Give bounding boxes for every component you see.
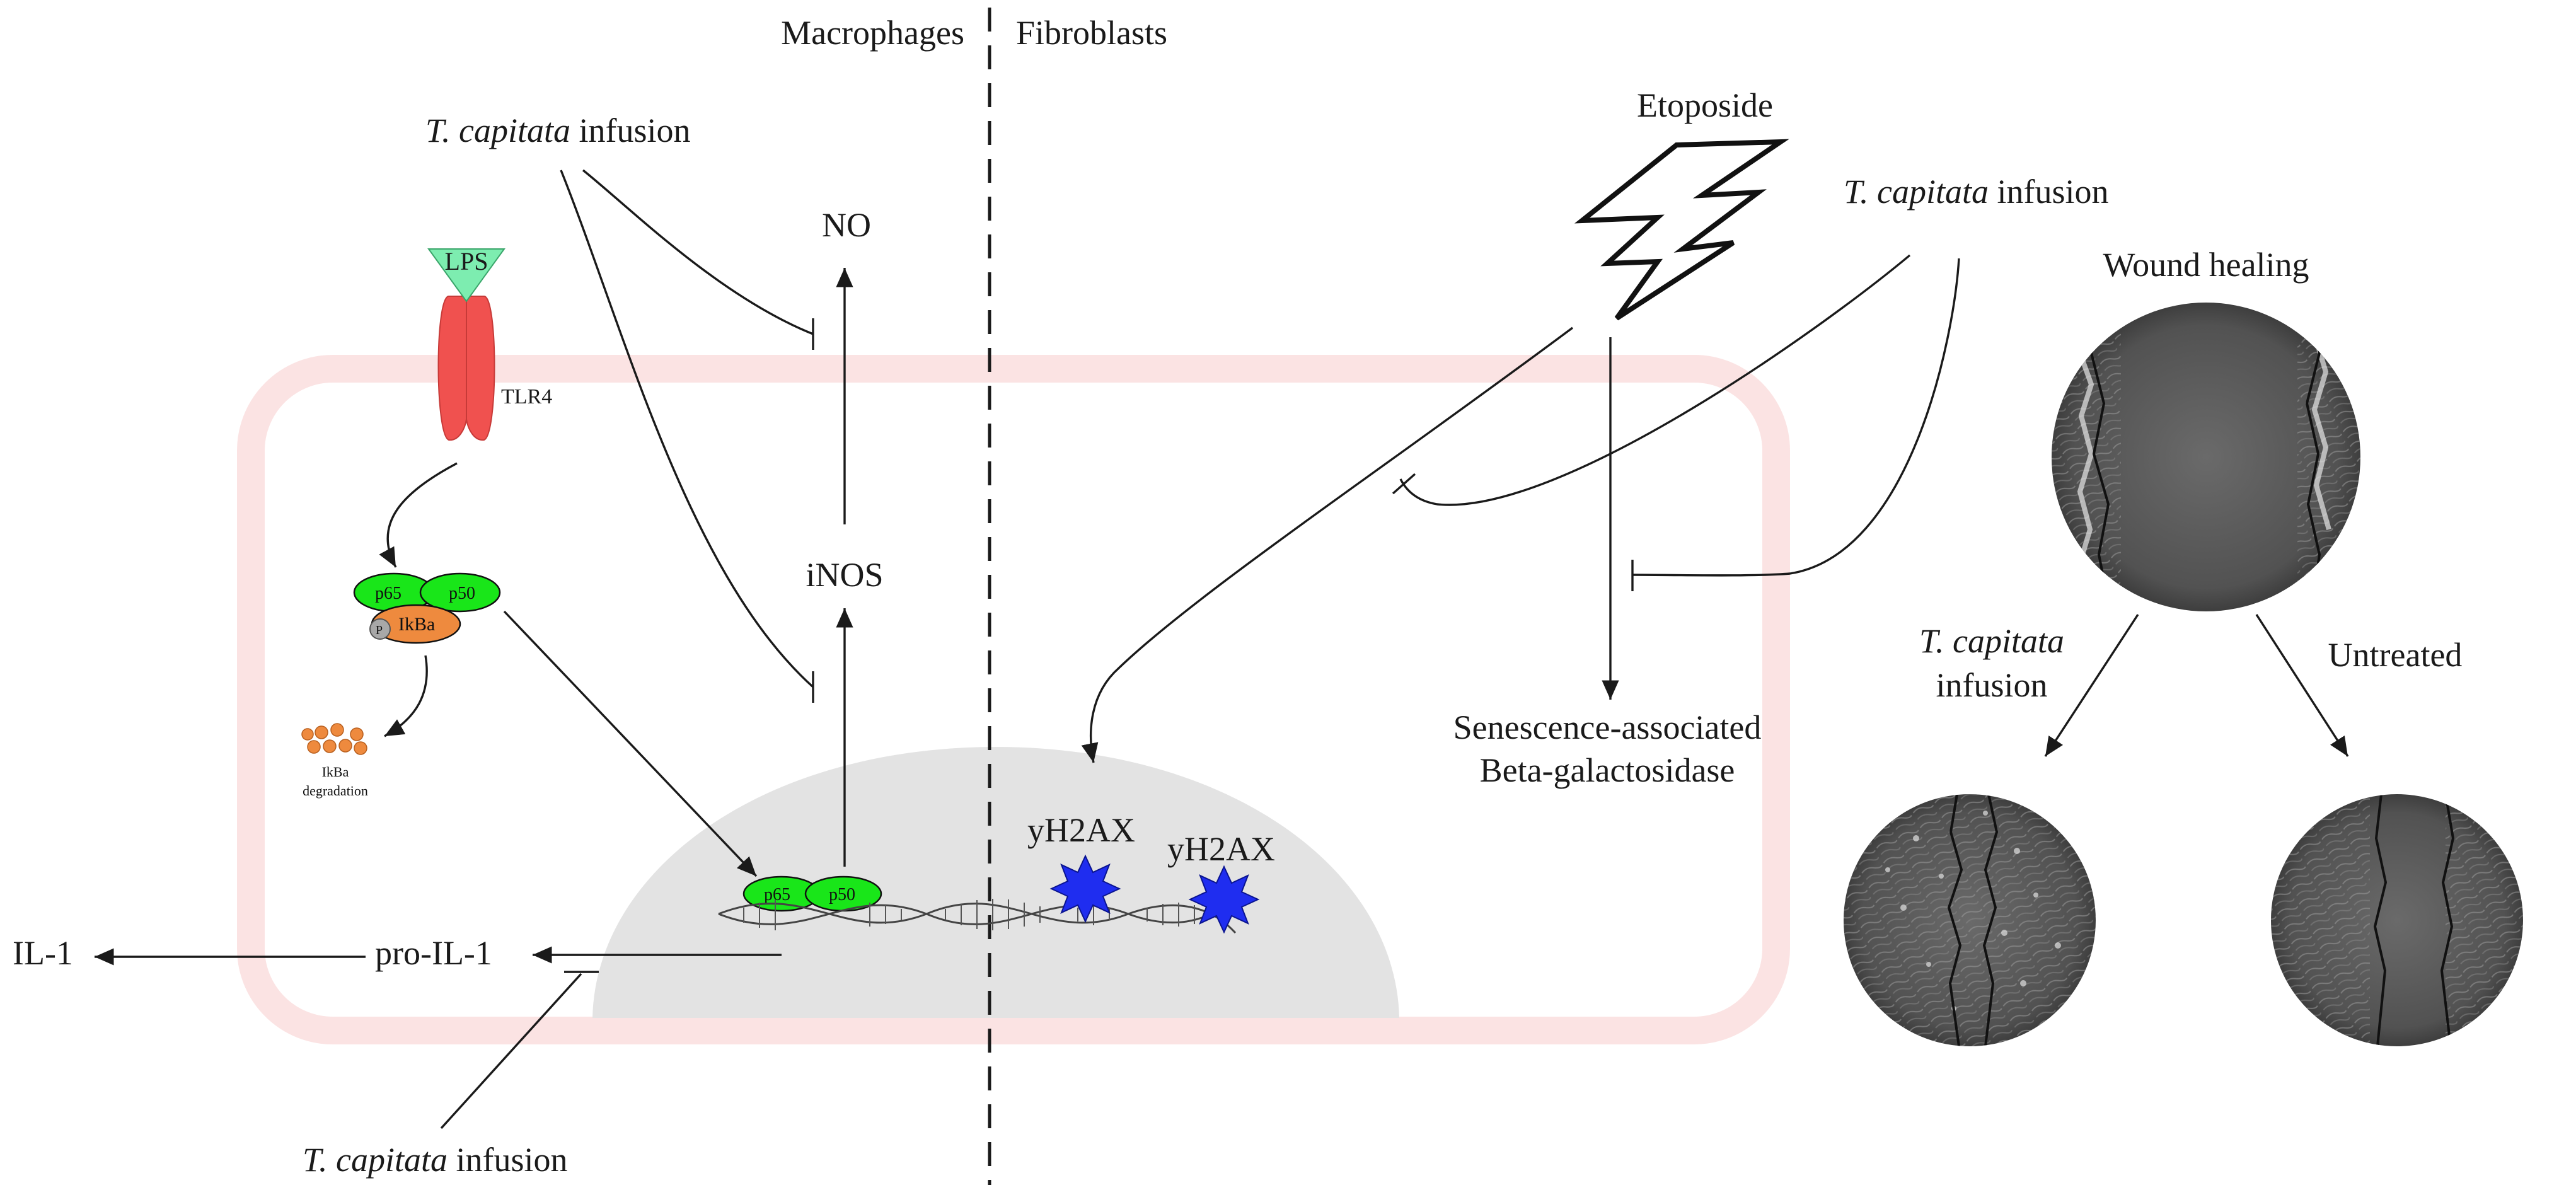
- macrophages-heading: Macrophages: [781, 14, 964, 52]
- no-label: NO: [822, 206, 871, 244]
- pro-il1-label: pro-IL-1: [375, 934, 492, 972]
- arrow-tlr4-to-nfkb: [379, 462, 458, 568]
- t-capitata-label-bottom: T. capitata infusion: [303, 1141, 568, 1179]
- arrow-to-treated: [2044, 614, 2139, 757]
- arrow-etoposide-to-yh2ax: [1081, 326, 1574, 763]
- t-capitata-label-right: T. capitata infusion: [1844, 173, 2109, 211]
- etoposide-label: Etoposide: [1637, 86, 1773, 124]
- inhibition-pro-il1: [440, 973, 582, 1129]
- p65-label-cytoplasm: p65: [375, 584, 401, 603]
- untreated-label: Untreated: [2328, 636, 2463, 674]
- yh2ax-label-2: yH2AX: [1167, 830, 1275, 868]
- yh2ax-star-2: [1188, 865, 1260, 934]
- ikba-degradation-label-line1: IkBa: [322, 764, 349, 780]
- ikba-label: IkBa: [398, 614, 435, 635]
- tlr4-receptor: [437, 296, 495, 441]
- wound-micrograph-initial: [2052, 303, 2360, 611]
- yh2ax-label-1: yH2AX: [1027, 811, 1135, 849]
- ikba-degradation-dots: [301, 723, 367, 755]
- t-capitata-label-wound-line2: infusion: [1936, 666, 2047, 704]
- lps-label: LPS: [445, 247, 488, 275]
- il1-label: IL-1: [13, 934, 73, 972]
- nfkb-ikba-complex: [353, 572, 501, 644]
- wound-micrograph-untreated: [2271, 794, 2523, 1046]
- t-capitata-label-wound-line1: T. capitata: [1919, 622, 2064, 660]
- arrow-ikba-degradation: [384, 655, 428, 737]
- etoposide-lightning-icon: [1574, 139, 1789, 321]
- inos-label: iNOS: [806, 556, 883, 594]
- t-capitata-label-top-left: T. capitata infusion: [425, 112, 691, 149]
- senescence-label-line1: Senescence-associated: [1453, 708, 1762, 746]
- phospho-label: P: [376, 623, 383, 637]
- p65-label-nucleus: p65: [764, 885, 790, 904]
- senescence-label-line2: Beta-galactosidase: [1480, 751, 1735, 789]
- fibroblasts-heading: Fibroblasts: [1016, 14, 1167, 52]
- inhibition-yh2ax-path: [1399, 254, 1911, 506]
- inhibition-yh2ax-bar: [1392, 473, 1416, 495]
- dna-helix: [718, 894, 1237, 934]
- arrow-to-untreated: [2255, 614, 2349, 757]
- nucleus: [592, 747, 1399, 1018]
- ikba-degradation-label-line2: degradation: [303, 783, 368, 799]
- lps-ligand: [427, 248, 505, 303]
- inhibition-no: [582, 169, 814, 335]
- yh2ax-star-1: [1049, 854, 1121, 923]
- cell-membrane: [237, 355, 1790, 1044]
- tlr4-label: TLR4: [501, 385, 552, 408]
- wound-healing-heading: Wound healing: [2103, 246, 2309, 284]
- inhibition-inos: [560, 170, 814, 688]
- inhibition-senescence-path: [1632, 258, 1960, 577]
- p50-label-cytoplasm: p50: [449, 584, 475, 603]
- arrow-nfkb-translocation: [503, 610, 758, 877]
- wound-micrograph-treated: [1844, 794, 2096, 1046]
- p50-label-nucleus: p50: [829, 885, 855, 904]
